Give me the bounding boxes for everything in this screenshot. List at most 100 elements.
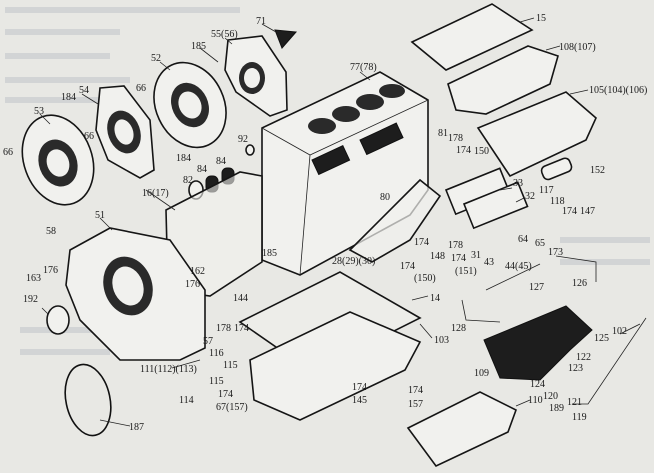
label-92: 92 (238, 134, 248, 145)
label-150: (150) (414, 273, 436, 284)
label-67: 67(157) (216, 402, 248, 413)
label-103: 103 (434, 335, 449, 346)
label-126: 126 (572, 278, 587, 289)
label-174: 174 (456, 145, 471, 156)
label-145: 145 (352, 395, 367, 406)
oil-pan-105 (476, 91, 597, 178)
label-33: 33 (513, 178, 523, 189)
cover-32 (462, 181, 529, 230)
strip-127 (485, 263, 541, 291)
label-16: 16(17) (142, 188, 169, 199)
label-152: 152 (590, 165, 605, 176)
label-116: 116 (209, 348, 224, 359)
label-58: 58 (46, 226, 56, 237)
label-185: 185 (191, 41, 206, 52)
seal-92 (245, 144, 255, 156)
label-66: 66 (136, 83, 146, 94)
label-121: 121 (567, 397, 582, 408)
label-174: 174 (234, 323, 249, 334)
label-144: 144 (233, 293, 248, 304)
label-163: 163 (26, 273, 41, 284)
label-32: 32 (525, 191, 535, 202)
flywheel-housing-51 (65, 227, 206, 361)
cover-53 (21, 114, 95, 206)
label-178: 178 (216, 323, 231, 334)
label-123: 123 (568, 363, 583, 374)
label-102: 102 (612, 326, 627, 337)
label-115: 115 (223, 360, 238, 371)
label-108: 108(107) (559, 42, 596, 53)
label-148: 148 (430, 251, 445, 262)
label-173: 173 (548, 247, 563, 258)
label-187: 187 (129, 422, 144, 433)
bracket-71 (274, 29, 298, 49)
label-120: 120 (543, 391, 558, 402)
label-178: 178 (448, 240, 463, 251)
label-174: 174 (414, 237, 429, 248)
dipstick-102 (572, 317, 647, 405)
label-81: 81 (438, 128, 448, 139)
label-176: 176 (43, 265, 58, 276)
label-174: 174 (218, 389, 233, 400)
label-174: 174 (562, 206, 577, 217)
label-115: 115 (209, 376, 224, 387)
label-31: 31 (471, 250, 481, 261)
label-114: 114 (179, 395, 194, 406)
label-174: 174 (408, 385, 423, 396)
label-105: 105(104)(106) (589, 85, 647, 96)
label-64: 64 (518, 234, 528, 245)
label-57: 57 (203, 336, 213, 347)
label-80: 80 (380, 192, 390, 203)
cover-52 (153, 61, 227, 149)
label-125: 125 (594, 333, 609, 344)
label-157: 157 (408, 399, 423, 410)
label-66: 66 (3, 147, 13, 158)
label-51: 51 (95, 210, 105, 221)
pipe-126 (555, 255, 597, 282)
leader-lines (39, 17, 641, 427)
label-162: 162 (190, 266, 205, 277)
label-128: 128 (451, 323, 466, 334)
o-ring-187 (64, 363, 112, 437)
bleed-through-lines (5, 7, 650, 355)
label-77: 77(78) (350, 62, 377, 73)
label-82: 82 (183, 175, 193, 186)
label-54: 54 (79, 85, 89, 96)
label-15: 15 (536, 13, 546, 24)
label-127: 127 (529, 282, 544, 293)
label-150: 150 (474, 146, 489, 157)
label-124: 124 (530, 379, 545, 390)
label-109: 109 (474, 368, 489, 379)
label-53: 53 (34, 106, 44, 117)
oil-pan-108 (447, 45, 559, 115)
label-174: 174 (352, 382, 367, 393)
label-111: 111(112)(113) (140, 364, 197, 375)
label-117: 117 (539, 185, 554, 196)
oil-pan-103 (249, 311, 422, 421)
oil-seal-192 (46, 305, 70, 335)
label-43: 43 (484, 257, 494, 268)
label-178: 178 (448, 133, 463, 144)
gasket-15 (410, 3, 534, 71)
label-55: 55(56) (211, 29, 238, 40)
label-122: 122 (576, 352, 591, 363)
label-185: 185 (262, 248, 277, 259)
label-174: 174 (451, 253, 466, 264)
label-84: 84 (216, 156, 226, 167)
label-174: 174 (400, 261, 415, 272)
strip-128 (461, 299, 501, 323)
label-66: 66 (84, 131, 94, 142)
label-189: 189 (549, 403, 564, 414)
label-65: 65 (535, 238, 545, 249)
label-184: 184 (61, 92, 76, 103)
cover-55 (224, 35, 288, 117)
label-119: 119 (572, 412, 587, 423)
cover-117 (540, 157, 573, 181)
label-184: 184 (176, 153, 191, 164)
label-52: 52 (151, 53, 161, 64)
label-176: 176 (185, 279, 200, 290)
label-28: 28(29)(30) (332, 256, 375, 267)
part-labels: 71 55(56) 185 52 66 54 184 66 53 66 92 1… (3, 13, 647, 433)
